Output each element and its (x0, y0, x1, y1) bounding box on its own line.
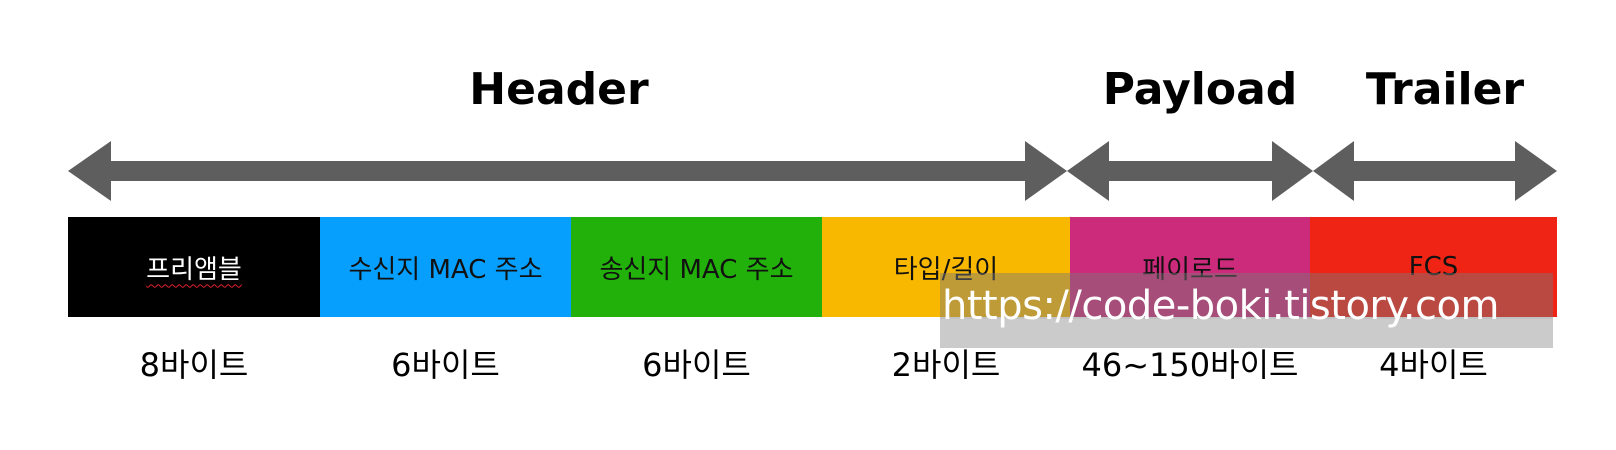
size-destination-mac: 6바이트 (391, 346, 500, 384)
field-payload: 페이로드 (1070, 217, 1310, 317)
section-title-header: Header (469, 64, 649, 115)
trailer-span-arrow (1313, 141, 1557, 201)
field-preamble-label: 프리앰블 (146, 254, 242, 285)
field-fcs: FCS (1310, 217, 1557, 317)
payload-span-arrow (1067, 141, 1313, 201)
section-title-trailer: Trailer (1365, 64, 1525, 115)
field-type-length: 타입/길이 (822, 217, 1070, 317)
field-type-length-label: 타입/길이 (893, 254, 999, 285)
field-fcs-label: FCS (1408, 252, 1459, 282)
field-source-mac-label: 송신지 MAC 주소 (599, 254, 794, 285)
watermark-band-top (940, 273, 1553, 319)
size-payload: 46~150바이트 (1081, 346, 1299, 384)
size-fcs: 4바이트 (1379, 346, 1488, 384)
header-span-arrow (68, 141, 1067, 201)
size-type-length: 2바이트 (891, 346, 1001, 384)
field-source-mac: 송신지 MAC 주소 (571, 217, 822, 317)
field-preamble: 프리앰블 (68, 217, 320, 317)
watermark-text: https://code-boki.tistory.com (942, 283, 1499, 329)
size-source-mac: 6바이트 (642, 346, 751, 384)
field-destination-mac: 수신지 MAC 주소 (320, 217, 571, 317)
field-destination-mac-label: 수신지 MAC 주소 (348, 254, 543, 285)
size-preamble: 8바이트 (139, 346, 249, 384)
watermark-band-bottom (940, 319, 1553, 348)
watermark: https://code-boki.tistory.com (940, 273, 1553, 348)
section-title-payload: Payload (1102, 64, 1298, 115)
field-payload-label: 페이로드 (1142, 254, 1238, 285)
